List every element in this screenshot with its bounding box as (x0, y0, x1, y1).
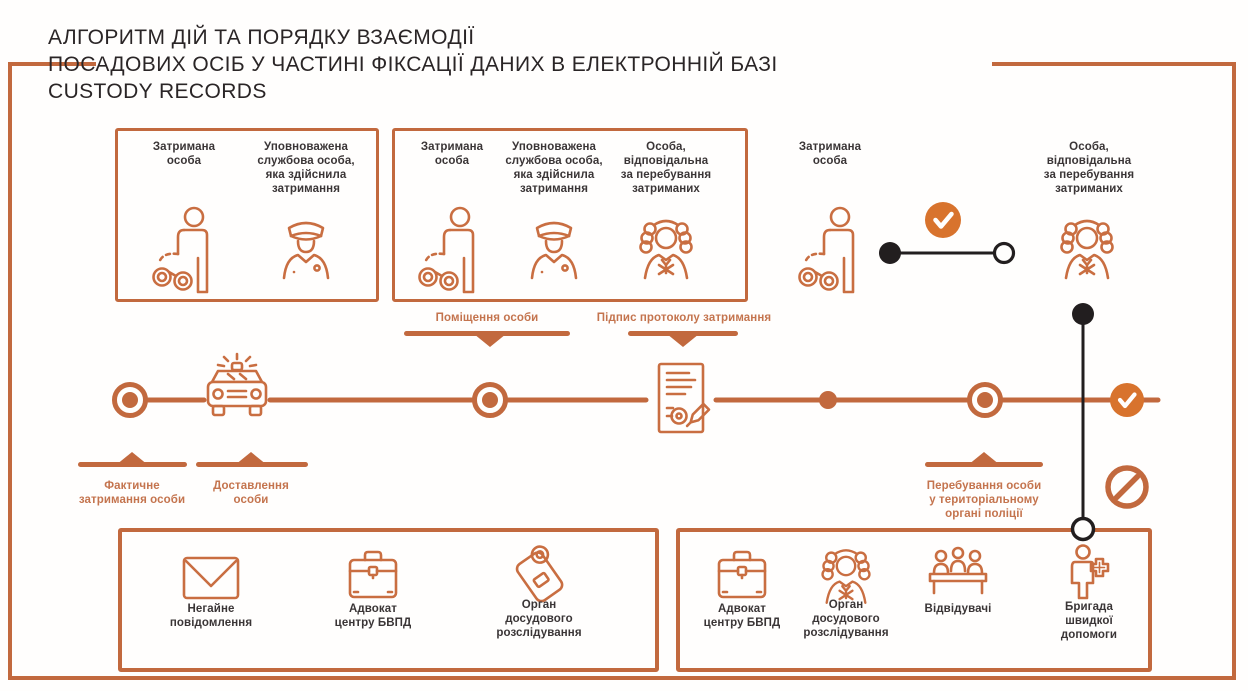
label-placement: Поміщення особи (435, 312, 539, 324)
label-immediate-notification: Негайне повідомлення (169, 603, 253, 630)
timeline-dot (819, 391, 837, 409)
label-legal-aid-lawyer: Адвокат центру БВПД (334, 603, 412, 630)
prohibition-icon (1105, 465, 1149, 509)
police-car-icon (206, 352, 268, 417)
label-detained-person: Затримана особа (798, 141, 862, 168)
label-delivery: Доставлення особи (213, 480, 289, 507)
judge-wig-person-icon (1060, 219, 1114, 280)
page-title: АЛГОРИТМ ДІЙ ТА ПОРЯДКУ ВЗАЄМОДІЇ ПОСАДО… (48, 26, 778, 103)
label-station-stay: Перебування особи у територіальному орга… (926, 480, 1042, 521)
protocol-document-icon (657, 362, 711, 434)
label-ambulance-crew: Бригада швидкої допомоги (1060, 601, 1118, 642)
label-pretrial-investigation: Орган досудового розслідування (803, 599, 889, 640)
delivery-pointer (196, 452, 308, 467)
custody-connector (1070, 303, 1096, 542)
label-actual-detention: Фактичне затримання особи (78, 480, 186, 507)
placement-pointer (404, 331, 570, 347)
label-detained-person: Затримана особа (152, 141, 216, 168)
check-circle-icon (925, 202, 961, 238)
actual-detention-pointer (78, 452, 187, 467)
handcuffed-person-icon (798, 206, 855, 294)
timeline-start-marker (115, 385, 146, 416)
placement-marker (475, 385, 506, 416)
police-station-stay-pointer (925, 452, 1043, 467)
label-authorized-officer: Уповноважена службова особа, яка здійсни… (505, 141, 603, 196)
label-pretrial-investigation: Орган досудового розслідування (496, 599, 582, 640)
label-visitors: Відвідувачі (924, 603, 992, 615)
check-circle-icon (1110, 383, 1144, 417)
label-protocol-signature: Підпис протоколу затримання (596, 312, 772, 324)
label-legal-aid-lawyer: Адвокат центру БВПД (703, 603, 781, 630)
label-custody-officer: Особа, відповідальна за перебування затр… (620, 141, 712, 196)
protocol-signature-pointer (628, 331, 738, 347)
handover-connector (879, 241, 1016, 265)
label-custody-officer: Особа, відповідальна за перебування затр… (1043, 141, 1135, 196)
label-authorized-officer: Уповноважена службова особа, яка здійсни… (257, 141, 355, 196)
station-stay-marker (970, 385, 1001, 416)
label-detained-person: Затримана особа (420, 141, 484, 168)
